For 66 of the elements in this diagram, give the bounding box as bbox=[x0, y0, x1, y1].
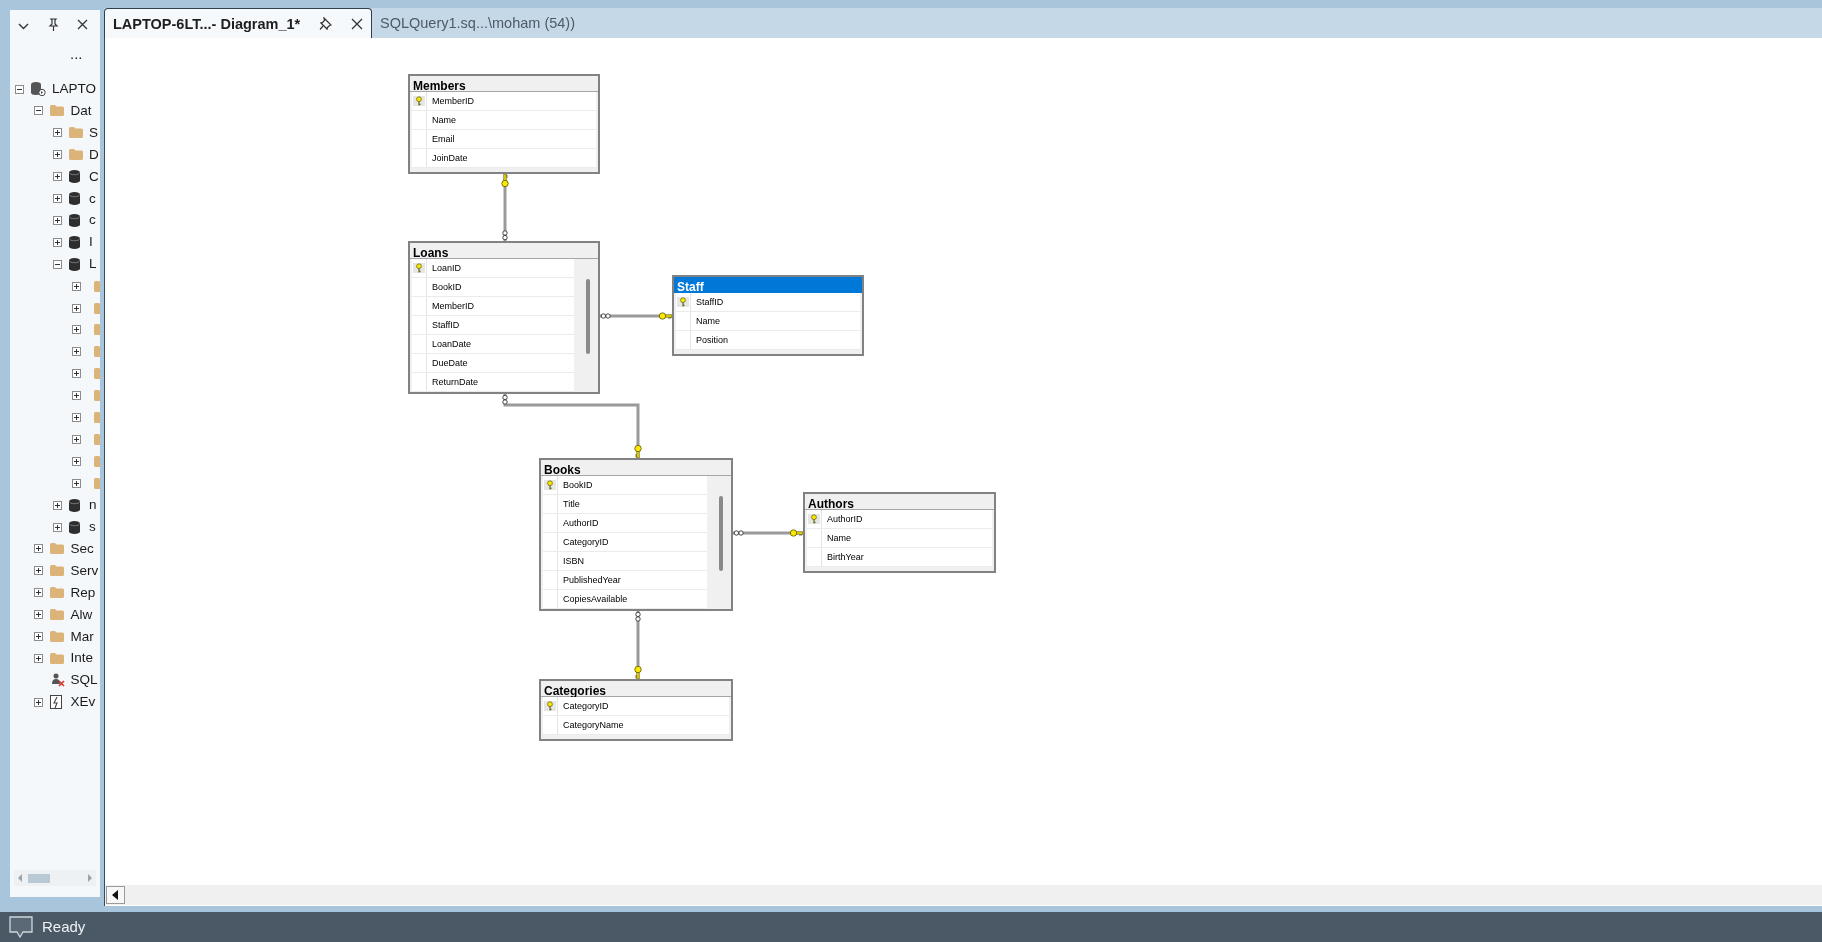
tab-label: SQLQuery1.sq...\moham (54)) bbox=[380, 14, 575, 33]
column-name: PublishedYear bbox=[563, 574, 621, 587]
tree-node-label: c bbox=[89, 212, 96, 228]
database-table bbox=[408, 74, 600, 174]
tree-node-label: Dat bbox=[70, 103, 92, 119]
column-name: CategoryName bbox=[563, 719, 624, 732]
column-name: BookID bbox=[563, 479, 593, 492]
database-table bbox=[539, 679, 733, 741]
column-name: StaffID bbox=[432, 319, 460, 332]
tree-node-label: I bbox=[89, 234, 93, 250]
column-name: MemberID bbox=[432, 300, 474, 313]
tree-node-label: XEv bbox=[70, 694, 96, 710]
column-name: LoanID bbox=[432, 262, 462, 275]
column-name: Title bbox=[563, 498, 580, 511]
tree-node-label: Sec bbox=[70, 541, 94, 557]
column-name: Name bbox=[827, 532, 851, 545]
database-table bbox=[408, 241, 600, 394]
column-name: Name bbox=[432, 114, 456, 127]
tree-node-label: Serv bbox=[70, 563, 99, 579]
table-title: Authors bbox=[808, 497, 854, 512]
relationship-line bbox=[502, 394, 642, 459]
tree-node-label: L bbox=[89, 256, 97, 272]
tree-node-label: LAPTO bbox=[52, 81, 97, 97]
column-name: DueDate bbox=[432, 357, 468, 370]
tree-node-label: n bbox=[89, 497, 97, 513]
column-name: Name bbox=[696, 315, 720, 328]
column-name: JoinDate bbox=[432, 152, 468, 165]
column-name: ISBN bbox=[563, 555, 584, 568]
tree-node-label: SQL bbox=[70, 672, 98, 688]
column-name: AuthorID bbox=[563, 517, 599, 530]
column-name: MemberID bbox=[432, 95, 474, 108]
table-title: Loans bbox=[413, 246, 449, 261]
database-table bbox=[672, 275, 864, 356]
column-name: CopiesAvailable bbox=[563, 593, 628, 606]
relationship-line bbox=[600, 312, 673, 320]
relationship-line bbox=[501, 173, 509, 241]
overflow-menu: ... bbox=[70, 46, 83, 62]
table-title: Categories bbox=[544, 684, 607, 699]
tree-node-label: Mar bbox=[70, 629, 94, 645]
column-name: StaffID bbox=[696, 296, 724, 309]
tree-node-label: S bbox=[89, 125, 98, 141]
column-name: LoanDate bbox=[432, 338, 472, 351]
status-text: Ready bbox=[42, 917, 86, 937]
column-name: CategoryID bbox=[563, 536, 609, 549]
column-name: AuthorID bbox=[827, 513, 863, 526]
relationship-line bbox=[634, 611, 642, 680]
tree-node-label: Inte bbox=[70, 650, 94, 666]
table-title: Books bbox=[544, 463, 581, 478]
column-name: BirthYear bbox=[827, 551, 864, 564]
tree-node-label: D bbox=[89, 147, 99, 163]
column-name: Position bbox=[696, 334, 729, 347]
table-title: Members bbox=[413, 79, 466, 94]
column-name: ReturnDate bbox=[432, 376, 479, 389]
database-table bbox=[539, 458, 733, 611]
tree-node-label: c bbox=[89, 191, 96, 207]
table-title: Staff bbox=[677, 280, 704, 295]
tree-node-label: C bbox=[89, 169, 99, 185]
column-name: BookID bbox=[432, 281, 462, 294]
database-table bbox=[803, 492, 996, 573]
column-name: Email bbox=[432, 133, 455, 146]
relationship-line bbox=[733, 529, 804, 537]
tree-node-label: Rep bbox=[70, 585, 96, 601]
tree-node-label: s bbox=[89, 519, 96, 535]
tree-node-label: Alw bbox=[70, 607, 93, 623]
column-name: CategoryID bbox=[563, 700, 609, 713]
document-tab: LAPTOP-6LT...- Diagram_1* bbox=[104, 8, 372, 38]
